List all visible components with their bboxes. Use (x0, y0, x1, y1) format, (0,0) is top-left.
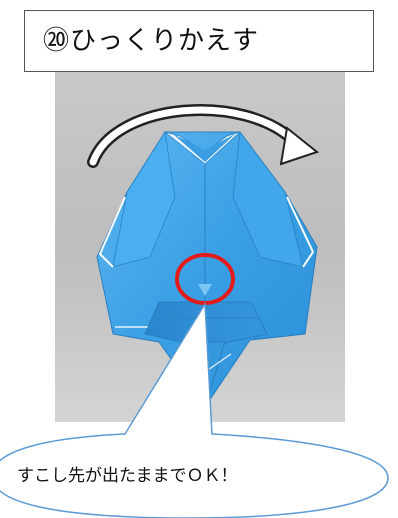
step-title-box: ⑳ひっくりかえす (24, 10, 374, 72)
origami-photo (55, 72, 345, 422)
callout-text: すこし先が出たままでＯＫ！ (17, 465, 238, 487)
step-title: ⑳ひっくりかえす (43, 26, 259, 56)
